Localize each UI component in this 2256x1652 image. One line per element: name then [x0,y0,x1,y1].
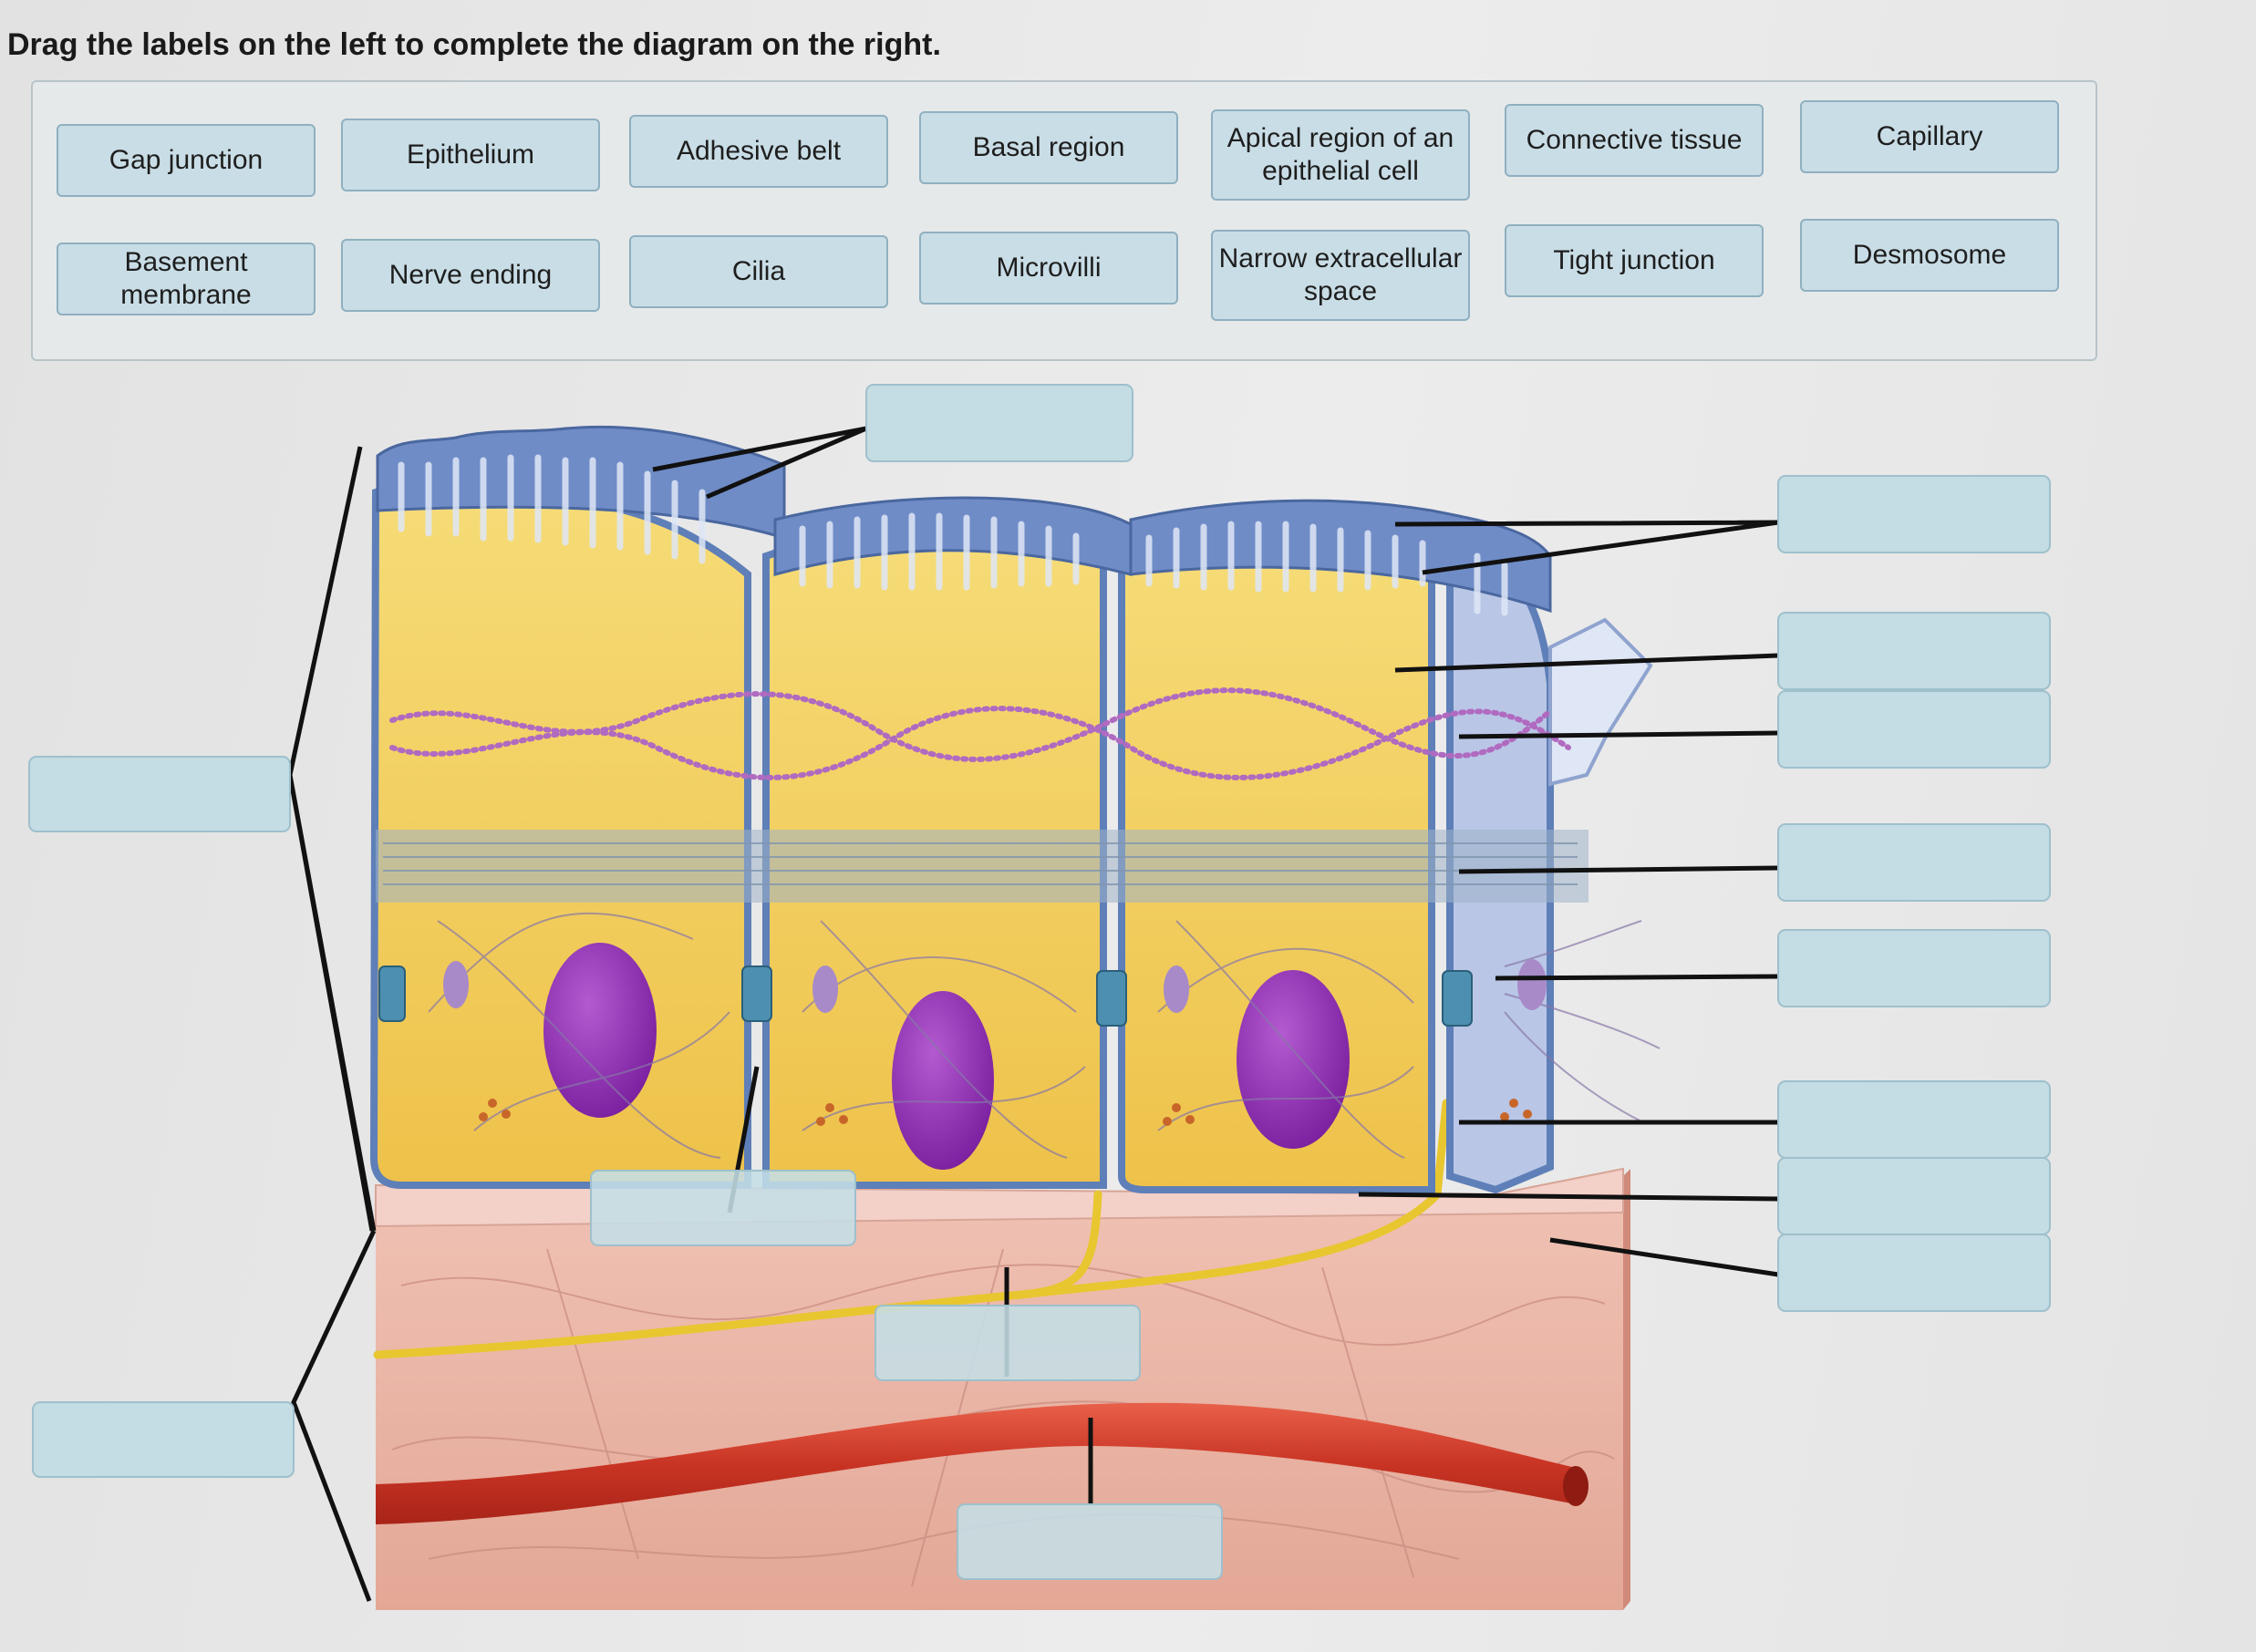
nucleus-2 [892,991,994,1170]
drop-target-microvilli-top[interactable] [865,384,1133,462]
label-chip-desmosome[interactable]: Desmosome [1800,219,2059,292]
epithelium-diagram [28,384,2051,1610]
label-chip-apical-region[interactable]: Apical region of an epithelial cell [1211,109,1470,201]
label-chip-basal-region[interactable]: Basal region [919,111,1178,184]
label-chip-connective-tissue[interactable]: Connective tissue [1505,104,1764,177]
label-chip-capillary[interactable]: Capillary [1800,100,2059,173]
drop-target-right-5[interactable] [1777,929,2051,1007]
label-chip-tight-junction[interactable]: Tight junction [1505,224,1764,297]
epithelial-cells [369,425,1661,1194]
drop-targets [28,384,2051,1580]
drop-target-right-6[interactable] [1777,1080,2051,1159]
drop-target-right-4[interactable] [1777,823,2051,902]
drop-target-center-upper[interactable] [590,1170,856,1246]
nucleus-1 [543,943,657,1118]
drop-target-right-8[interactable] [1777,1234,2051,1312]
label-bank: Gap junction Epithelium Adhesive belt Ba… [31,80,2097,361]
label-chip-microvilli[interactable]: Microvilli [919,232,1178,305]
label-chip-nerve-ending[interactable]: Nerve ending [341,239,600,312]
drop-target-right-1[interactable] [1777,475,2051,553]
drop-target-left-upper[interactable] [28,756,291,832]
label-chip-gap-junction[interactable]: Gap junction [57,124,316,197]
label-chip-cilia[interactable]: Cilia [629,235,888,308]
drop-target-right-2[interactable] [1777,612,2051,690]
label-chip-epithelium[interactable]: Epithelium [341,119,600,191]
label-chip-basement-membrane[interactable]: Basement membrane [57,243,316,315]
drop-target-left-lower[interactable] [32,1401,295,1478]
label-chip-narrow-extracellular-space[interactable]: Narrow extracellular space [1211,230,1470,321]
drop-target-center-middle[interactable] [874,1305,1141,1381]
label-chip-adhesive-belt[interactable]: Adhesive belt [629,115,888,188]
capillary-vessel [376,1402,1576,1524]
drop-target-right-3[interactable] [1777,690,2051,769]
nucleus-3 [1237,970,1350,1149]
drop-target-center-lower[interactable] [957,1503,1223,1580]
instruction-text: Drag the labels on the left to complete … [7,27,941,62]
drop-target-right-7[interactable] [1777,1157,2051,1235]
